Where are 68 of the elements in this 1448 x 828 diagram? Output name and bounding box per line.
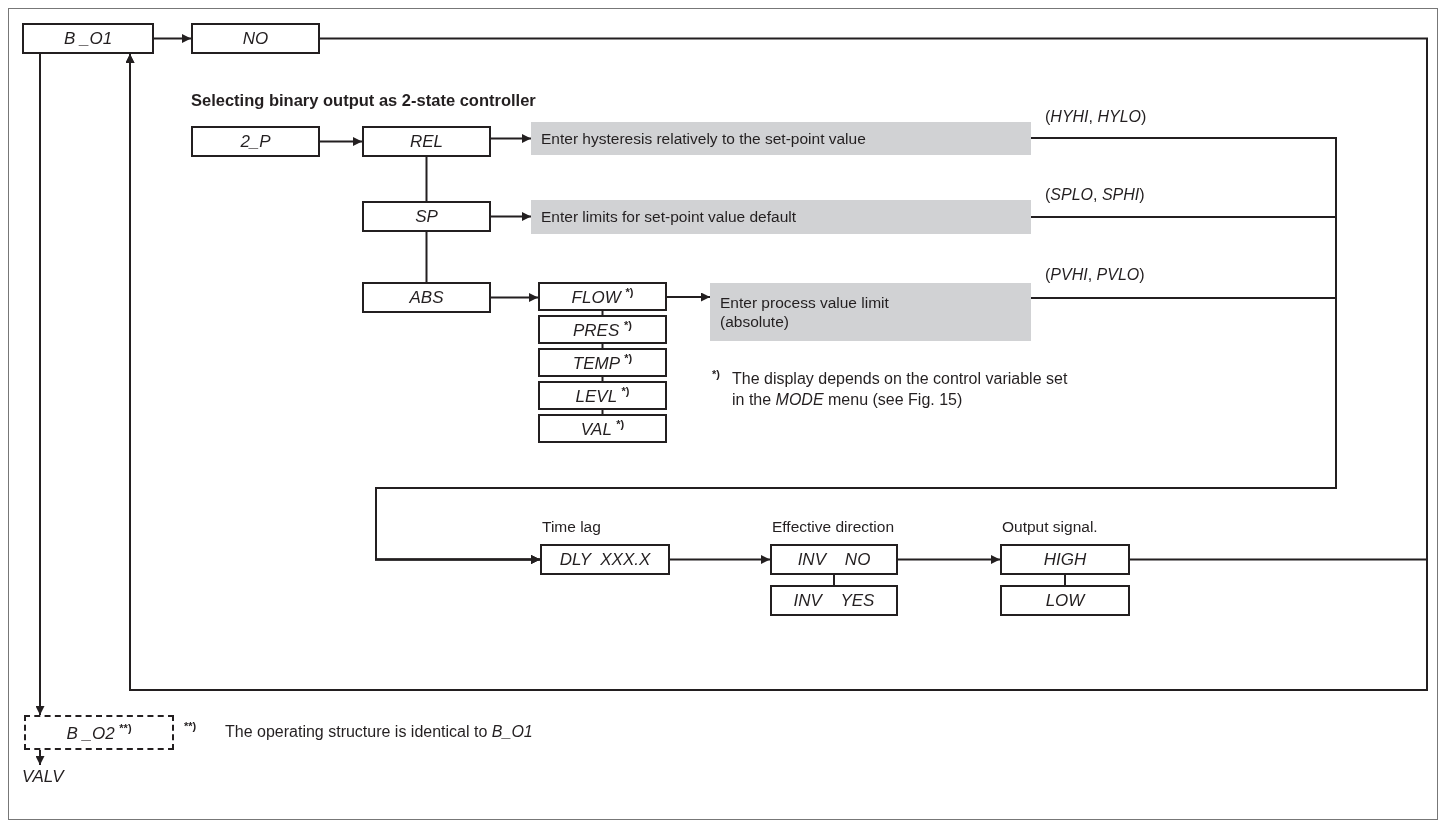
footnote-mark: *): [712, 367, 720, 382]
connector-line: [1064, 574, 1066, 586]
menu-box: [362, 282, 491, 313]
arrow: [35, 749, 45, 766]
arrow: [375, 297, 1337, 564]
section-heading: Selecting binary output as 2-state controller: [191, 90, 536, 111]
menu-label: B _O1: [63, 28, 113, 49]
arrow: [490, 134, 532, 143]
menu-box: [191, 23, 320, 54]
step-caption: Time lag: [542, 518, 601, 536]
menu-box: [538, 381, 667, 410]
connector-line: [601, 310, 604, 316]
menu-label: 2_P: [240, 131, 271, 152]
menu-box: [770, 585, 898, 616]
instruction-box: [531, 122, 1031, 155]
menu-label: FLOW $^{*)}$: [571, 285, 634, 308]
edge-label: (SPLO, SPHI): [1044, 186, 1146, 204]
menu-box: [1000, 585, 1130, 616]
footnote-text: The display depends on the control variable set in the MODE menu (see Fig. 15): [732, 369, 1069, 410]
footnote-text: The operating structure is identical to B_O1: [225, 722, 533, 742]
menu-label: VAL $^{*)}$: [580, 417, 625, 440]
edge-label: (PVHI, PVLO): [1044, 266, 1146, 284]
menu-box: [538, 315, 667, 344]
menu-label: LOW: [1045, 590, 1085, 611]
menu-label: NO: [242, 28, 269, 49]
menu-box: [538, 414, 667, 443]
connector-line: [601, 376, 604, 382]
menu-label: SP: [415, 206, 438, 227]
menu-label: Enter hysteresis relatively to the set-point value: [541, 128, 866, 149]
footnote-mark: **): [184, 719, 197, 734]
instruction-box: [710, 283, 1031, 341]
menu-label: TEMP $^{*)}$: [572, 351, 633, 374]
arrow: [897, 555, 1001, 564]
menu-box: [24, 715, 174, 750]
menu-label: Enter limits for set-point value default: [541, 207, 796, 227]
menu-label: INV YES: [793, 590, 875, 611]
step-caption: Effective direction: [772, 518, 895, 536]
connector-line: [425, 231, 428, 283]
connector-line: [601, 343, 604, 349]
arrow: [319, 137, 363, 146]
menu-label: DLY XXX.X: [559, 549, 651, 570]
arrow: [490, 293, 539, 302]
arrow: [666, 292, 711, 302]
menu-box: [191, 126, 320, 157]
menu-label: REL: [409, 131, 444, 152]
menu-box: [22, 23, 154, 54]
menu-label: Enter process value limit (absolute): [720, 292, 890, 332]
arrow: [490, 212, 532, 221]
menu-label: PRES $^{*)}$: [573, 318, 632, 341]
arrow: [35, 53, 45, 716]
arrow: [669, 555, 771, 564]
connector-line: [601, 409, 604, 415]
menu-box: [362, 126, 491, 157]
step-caption: Output signal.: [1002, 518, 1098, 536]
menu-label: INV NO: [797, 549, 871, 570]
menu-box: [538, 282, 667, 311]
menu-box: [538, 348, 667, 377]
connector-line: [425, 156, 428, 202]
connector-line: [833, 574, 835, 586]
menu-box: [362, 201, 491, 232]
arrow: [153, 34, 192, 43]
menu-label: LEVL $^{*)}$: [575, 384, 630, 407]
menu-label: HIGH: [1043, 549, 1087, 570]
edge-label: (HYHI, HYLO): [1044, 108, 1148, 126]
menu-label: ABS: [409, 287, 444, 308]
menu-label: VALV: [22, 767, 64, 787]
menu-label: B _O2 $^{**)}$: [66, 721, 132, 744]
instruction-box: [531, 200, 1031, 234]
